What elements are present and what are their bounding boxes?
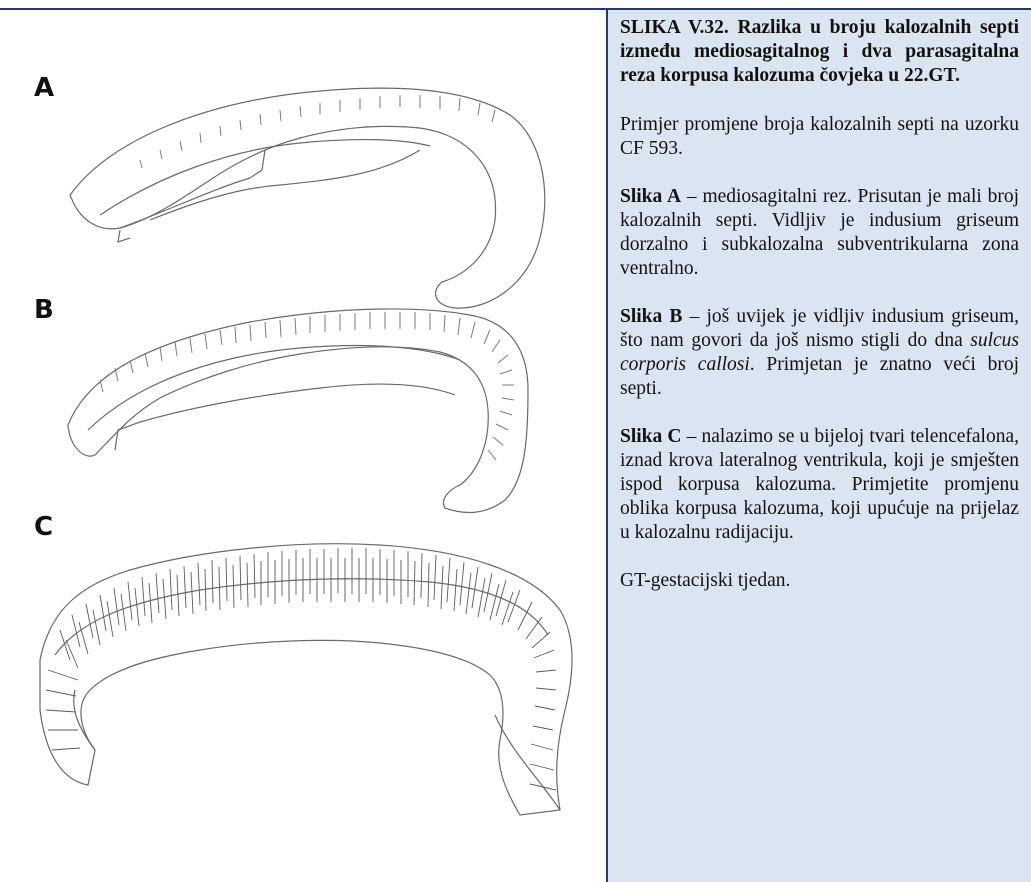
corpus-callosum-drawings — [0, 10, 604, 882]
caption-footnote: GT-gestacijski tjedan. — [620, 569, 1019, 593]
caption-intro: Primjer promjene broja kalozalnih septi … — [620, 113, 1019, 161]
caption-title: SLIKA V.32. Razlika u broju kalozalnih s… — [620, 16, 1019, 88]
caption-panel-b-description: Slika B – još uvijek je vidljiv indusium… — [620, 305, 1019, 401]
drawing-b — [68, 309, 528, 513]
caption-panel: SLIKA V.32. Razlika u broju kalozalnih s… — [606, 10, 1031, 882]
drawing-b-septa — [100, 312, 514, 460]
caption-panel-c-description: Slika C – nalazimo se u bijeloj tvari te… — [620, 425, 1019, 545]
caption-c-lead: Slika C — [620, 426, 682, 447]
drawing-c-septa — [46, 548, 556, 790]
caption-b-lead: Slika B — [620, 306, 682, 327]
figure-panel: A B C — [0, 10, 604, 882]
drawing-a — [70, 88, 545, 308]
caption-panel-a-description: Slika A – mediosagitalni rez. Prisutan j… — [620, 185, 1019, 281]
drawing-c — [40, 544, 572, 815]
drawing-a-septa — [140, 95, 495, 168]
caption-a-lead: Slika A — [620, 186, 681, 207]
